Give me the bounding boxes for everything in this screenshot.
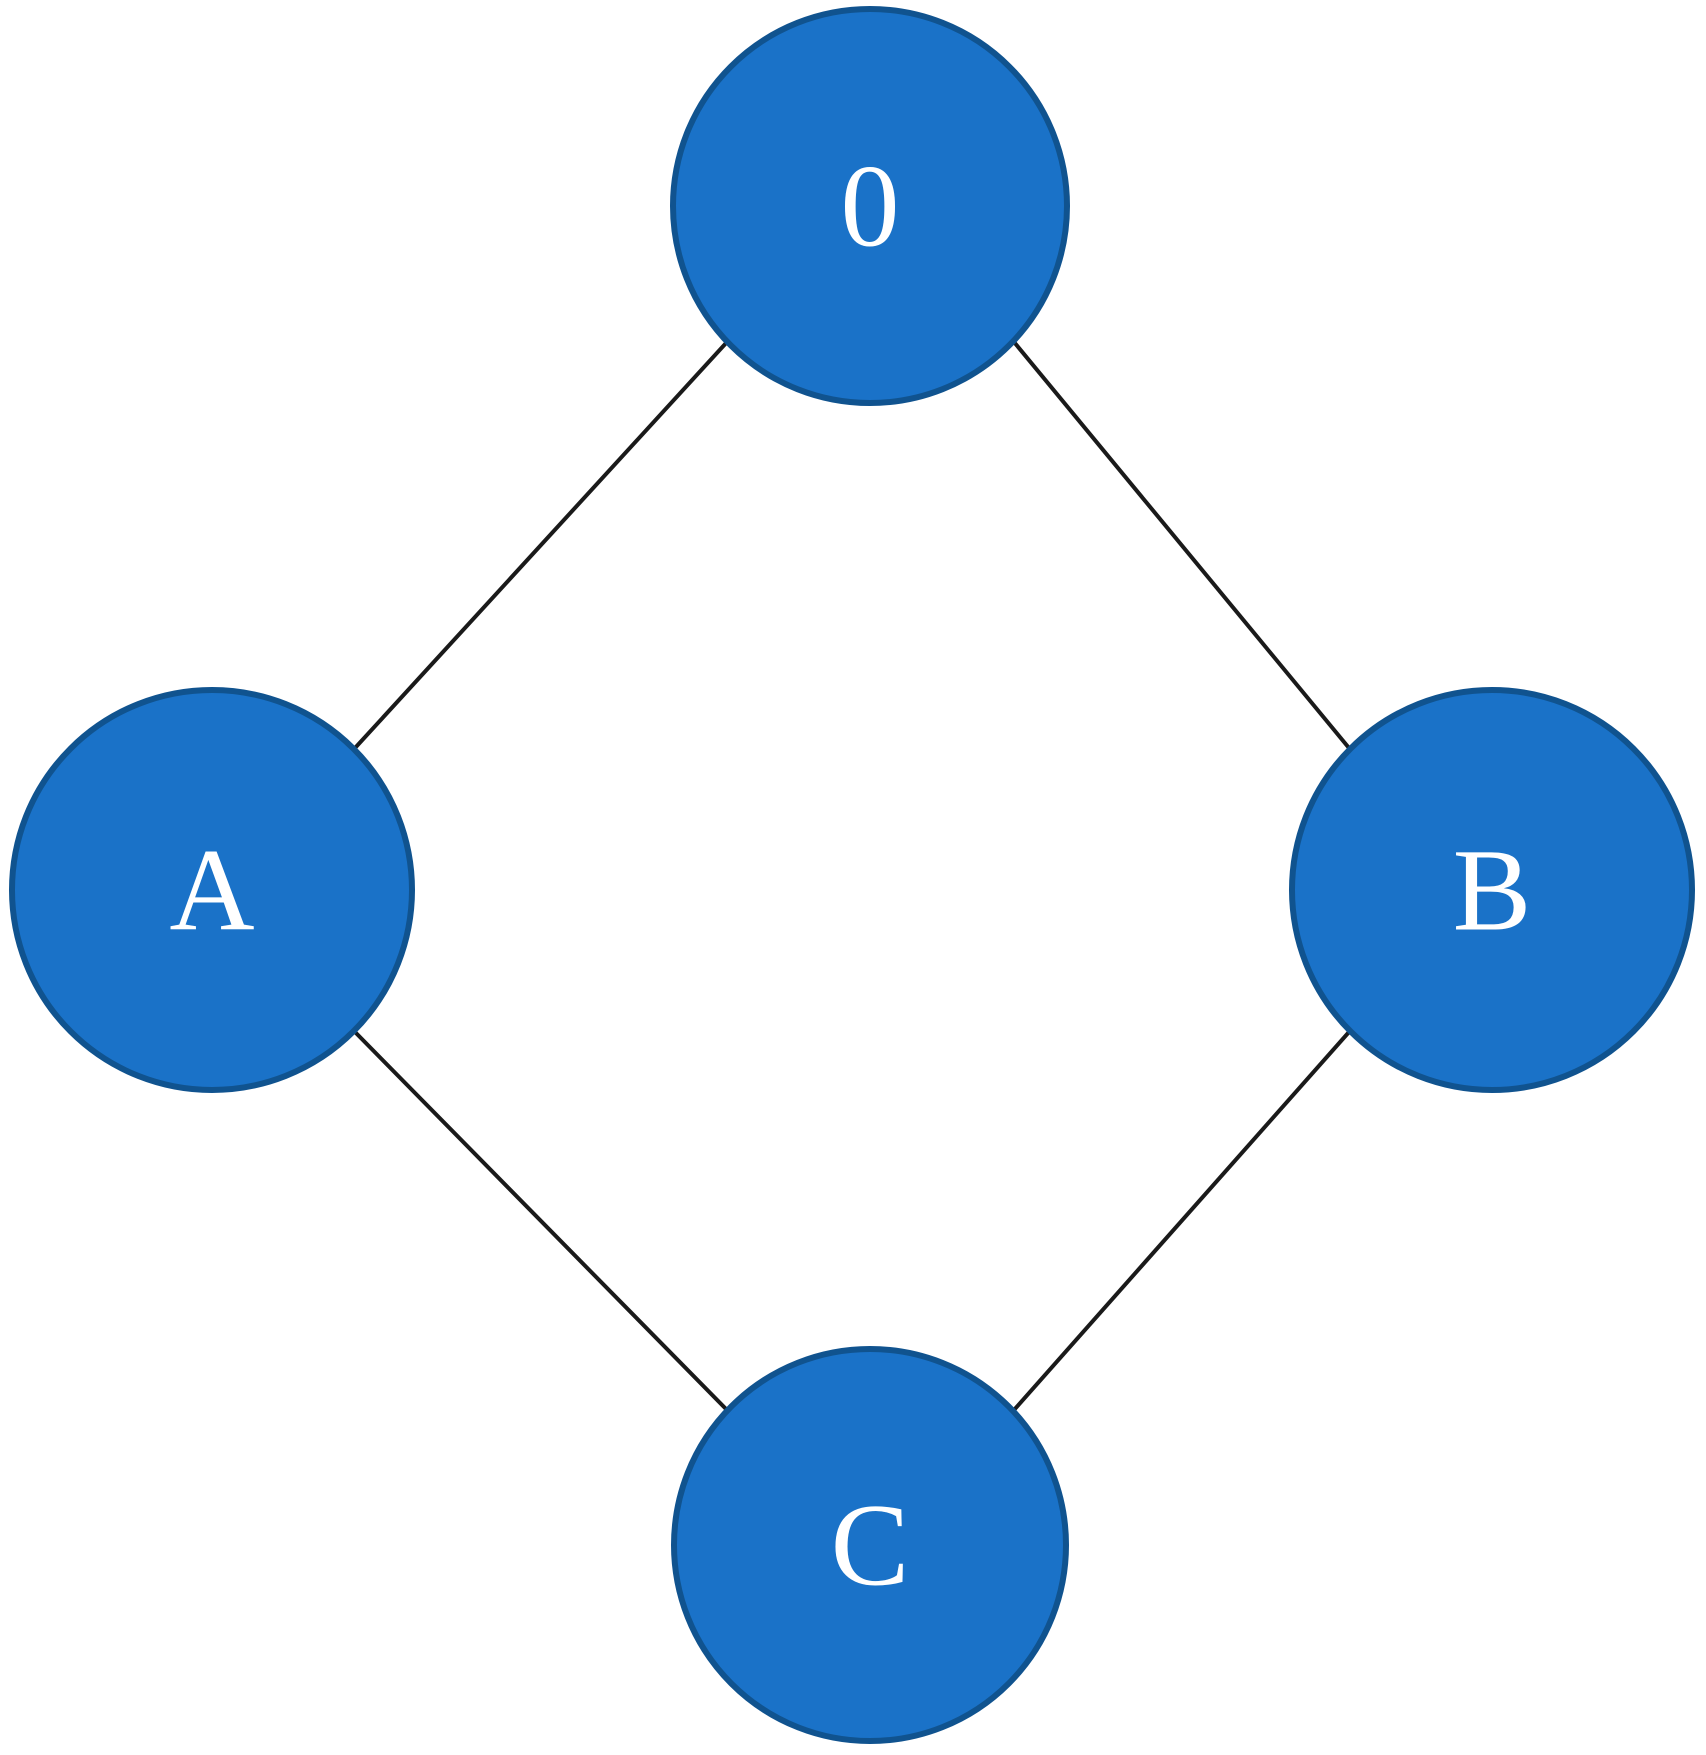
node-A[interactable]: A bbox=[9, 687, 415, 1093]
edge-B-C bbox=[1012, 1030, 1351, 1412]
nodes-layer: 0A B C bbox=[9, 6, 1695, 1744]
node-C[interactable]: C bbox=[671, 1346, 1069, 1744]
node-circle-A[interactable] bbox=[9, 687, 415, 1093]
edge-0-B bbox=[1012, 340, 1351, 750]
edge-A-C bbox=[353, 1030, 729, 1412]
node-0[interactable]: 0 bbox=[670, 6, 1070, 406]
node-label-0: 0 bbox=[841, 141, 900, 272]
node-circle-0[interactable] bbox=[670, 6, 1070, 406]
edge-0-A bbox=[353, 340, 729, 750]
node-label-A: A bbox=[169, 825, 254, 956]
node-B[interactable]: B bbox=[1289, 687, 1695, 1093]
edges-layer bbox=[353, 340, 1351, 1412]
node-label-B: B bbox=[1453, 825, 1532, 956]
node-circle-C[interactable] bbox=[671, 1346, 1069, 1744]
node-circle-B[interactable] bbox=[1289, 687, 1695, 1093]
node-label-C: C bbox=[831, 1480, 910, 1611]
